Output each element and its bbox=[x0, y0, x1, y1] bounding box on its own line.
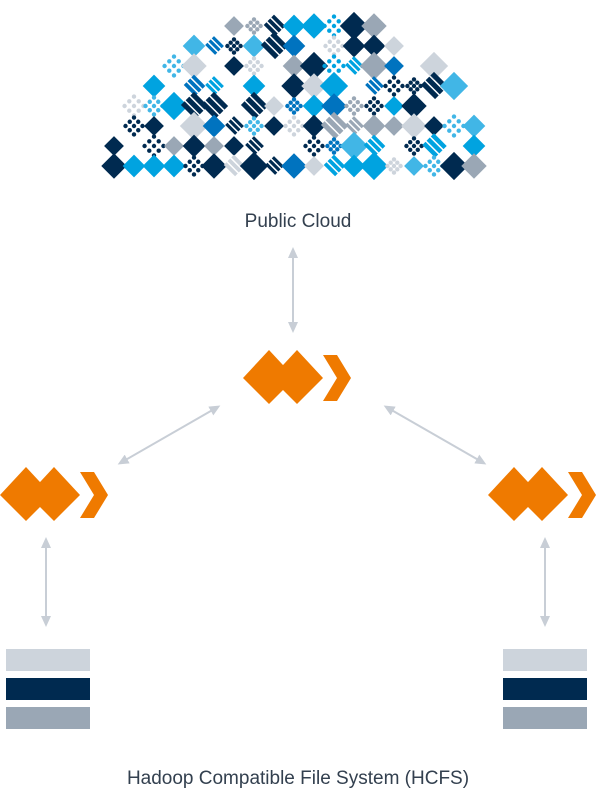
arrow-center-left bbox=[117, 405, 221, 465]
cloud-tile bbox=[162, 154, 186, 178]
cloud-tile bbox=[384, 56, 404, 76]
cloud-tile bbox=[424, 116, 444, 136]
cloud-tile bbox=[401, 93, 427, 119]
cloud-tile bbox=[321, 93, 347, 119]
cloud-tile bbox=[225, 116, 244, 135]
cloud-tile bbox=[205, 36, 224, 55]
cloud-tile bbox=[281, 73, 307, 99]
cloud-tile bbox=[302, 114, 326, 138]
cloud-tile bbox=[282, 34, 306, 58]
cloud-tile bbox=[123, 115, 145, 137]
cloud-tile bbox=[242, 34, 266, 58]
cloud-tile bbox=[365, 76, 384, 95]
cloud-tile bbox=[423, 155, 445, 177]
cloud-tile bbox=[225, 37, 243, 55]
public-cloud-label: Public Cloud bbox=[244, 211, 352, 232]
cloud-tile bbox=[304, 156, 324, 176]
cloud-tile bbox=[264, 116, 284, 136]
cloud-tile bbox=[122, 154, 146, 178]
cloud-tile bbox=[342, 34, 366, 58]
cloud-tile bbox=[200, 91, 229, 120]
wandisco-logo-icon bbox=[243, 350, 351, 404]
hcfs-label: Hadoop Compatible File System (HCFS) bbox=[126, 768, 470, 789]
cloud-tile bbox=[164, 136, 184, 156]
cloud-tile bbox=[182, 134, 206, 158]
cloud-tile bbox=[245, 17, 263, 35]
cloud-tile bbox=[462, 114, 486, 138]
public-cloud-icon bbox=[101, 11, 487, 181]
storage-layer bbox=[503, 649, 587, 671]
arrow-center-right bbox=[383, 405, 487, 465]
cloud-tile bbox=[285, 97, 303, 115]
cloud-tile bbox=[385, 157, 403, 175]
cloud-tile bbox=[359, 151, 389, 181]
hcfs-storage-right bbox=[503, 649, 587, 729]
cloud-tile bbox=[442, 114, 466, 138]
hcfs-storage-left bbox=[6, 649, 90, 729]
cloud-tile bbox=[202, 114, 226, 138]
cloud-tile bbox=[142, 74, 166, 98]
storage-layer bbox=[503, 707, 587, 729]
cloud-tile bbox=[142, 134, 166, 158]
cloud-tile bbox=[204, 136, 224, 156]
cloud-tile bbox=[265, 156, 284, 175]
cloud-tile bbox=[364, 96, 384, 116]
cloud-tile bbox=[359, 51, 389, 81]
cloud-tile bbox=[244, 56, 264, 76]
cloud-tile bbox=[404, 136, 424, 156]
cloud-tile bbox=[405, 77, 423, 95]
cloud-tile bbox=[281, 153, 307, 179]
cloud-tile bbox=[404, 156, 424, 176]
cloud-tile bbox=[264, 96, 284, 116]
cloud-tile bbox=[383, 75, 405, 97]
cloud-tile bbox=[384, 116, 404, 136]
cloud-tile bbox=[345, 116, 364, 135]
cloud-tile bbox=[143, 95, 165, 117]
cloud-tile bbox=[301, 73, 327, 99]
cloud-tile bbox=[224, 136, 244, 156]
cloud-tile bbox=[461, 153, 487, 179]
cloud-tile bbox=[320, 111, 349, 140]
cloud-tile bbox=[401, 113, 427, 139]
cloud-tile bbox=[422, 133, 447, 158]
cloud-tile bbox=[323, 35, 345, 57]
cloud-tile bbox=[201, 153, 227, 179]
wandisco-logo-icon bbox=[0, 467, 108, 521]
cloud-tile bbox=[301, 13, 327, 39]
cloud-tile bbox=[240, 91, 269, 120]
cloud-tile bbox=[205, 76, 224, 95]
cloud-tile bbox=[384, 96, 404, 116]
cloud-tile bbox=[244, 116, 264, 136]
cloud-tile bbox=[344, 96, 364, 116]
wandisco-logo-icon bbox=[488, 467, 596, 521]
cloud-tile bbox=[245, 136, 264, 155]
cloud-tile bbox=[224, 56, 244, 76]
cloud-tile bbox=[142, 154, 166, 178]
storage-layer bbox=[6, 707, 90, 729]
cloud-tile bbox=[384, 36, 404, 56]
storage-layer bbox=[6, 649, 90, 671]
cloud-tile bbox=[303, 135, 325, 157]
cloud-tile bbox=[239, 151, 269, 181]
cloud-tile bbox=[224, 16, 244, 36]
cloud-tile bbox=[323, 154, 346, 177]
cloud-tile bbox=[144, 116, 164, 136]
storage-layer bbox=[503, 678, 587, 700]
cloud-tile bbox=[361, 13, 387, 39]
cloud-tile bbox=[439, 71, 469, 101]
cloud-tile bbox=[283, 115, 305, 137]
cloud-tile bbox=[362, 114, 386, 138]
cloud-tile bbox=[325, 137, 343, 155]
storage-layer bbox=[6, 678, 90, 700]
cloud-tile bbox=[122, 94, 146, 118]
cloud-tile bbox=[104, 136, 124, 156]
